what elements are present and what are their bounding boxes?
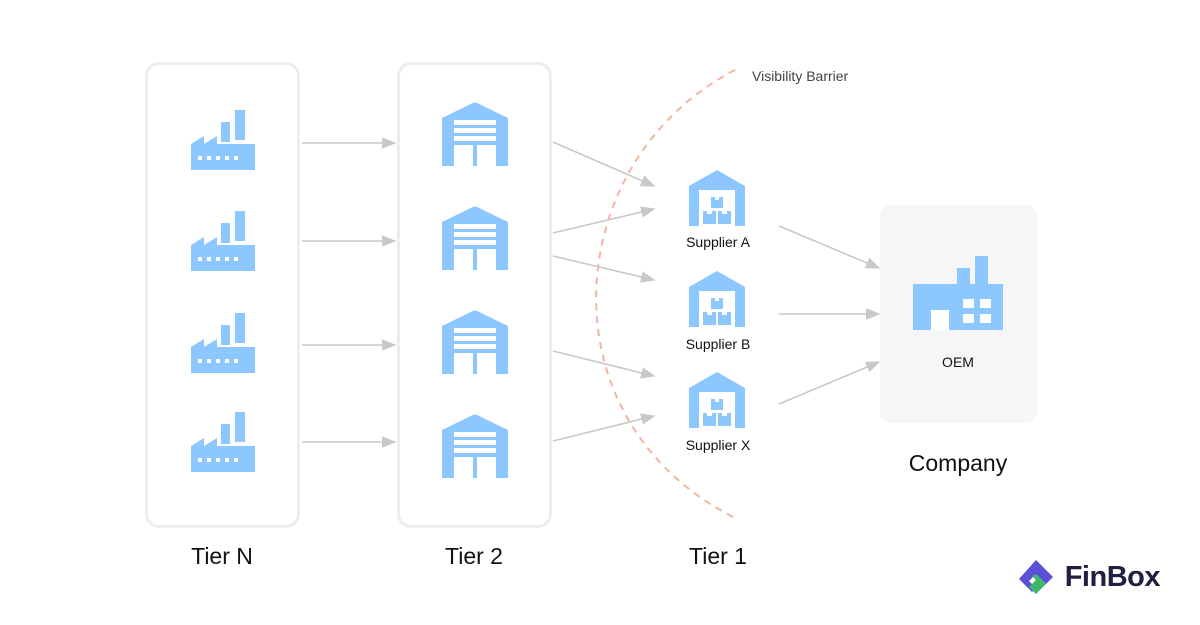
warehouse-icon [442, 206, 508, 270]
factory-icon [191, 313, 255, 373]
warehouse-icon [442, 310, 508, 374]
finbox-logo-icon [1018, 560, 1053, 594]
warehouse-boxes-icon [689, 372, 745, 428]
finbox-brand: FinBox [1017, 558, 1161, 596]
flow-arrow [778, 361, 881, 405]
tier-1-label: Tier 1 [689, 543, 747, 569]
oem-factory-icon [913, 256, 1003, 330]
factory-icon [191, 211, 255, 271]
flow-arrow [552, 413, 656, 442]
flow-arrow [552, 255, 656, 283]
warehouse-boxes-icon [689, 170, 745, 226]
factory-icon [191, 110, 255, 170]
oem-label: OEM [942, 354, 974, 370]
flow-arrow [552, 350, 656, 379]
tier-2-label: Tier 2 [445, 543, 503, 569]
supplier-a-label: Supplier A [686, 234, 750, 250]
flow-arrow [552, 206, 656, 234]
factory-icon [191, 412, 255, 472]
flow-arrow [552, 141, 656, 187]
visibility-barrier-label: Visibility Barrier [752, 68, 849, 84]
supplier-b-label: Supplier B [685, 336, 751, 352]
warehouse-icon [442, 102, 508, 166]
warehouse-boxes-icon [689, 271, 745, 327]
brand-name: FinBox [1064, 560, 1161, 593]
warehouse-icon [442, 414, 508, 478]
company-label: Company [908, 450, 1008, 476]
visibility-barrier-arc [595, 69, 736, 519]
supplier-x-label: Supplier X [685, 437, 751, 453]
tier-n-label: Tier N [191, 543, 253, 569]
flow-arrow [778, 225, 881, 269]
